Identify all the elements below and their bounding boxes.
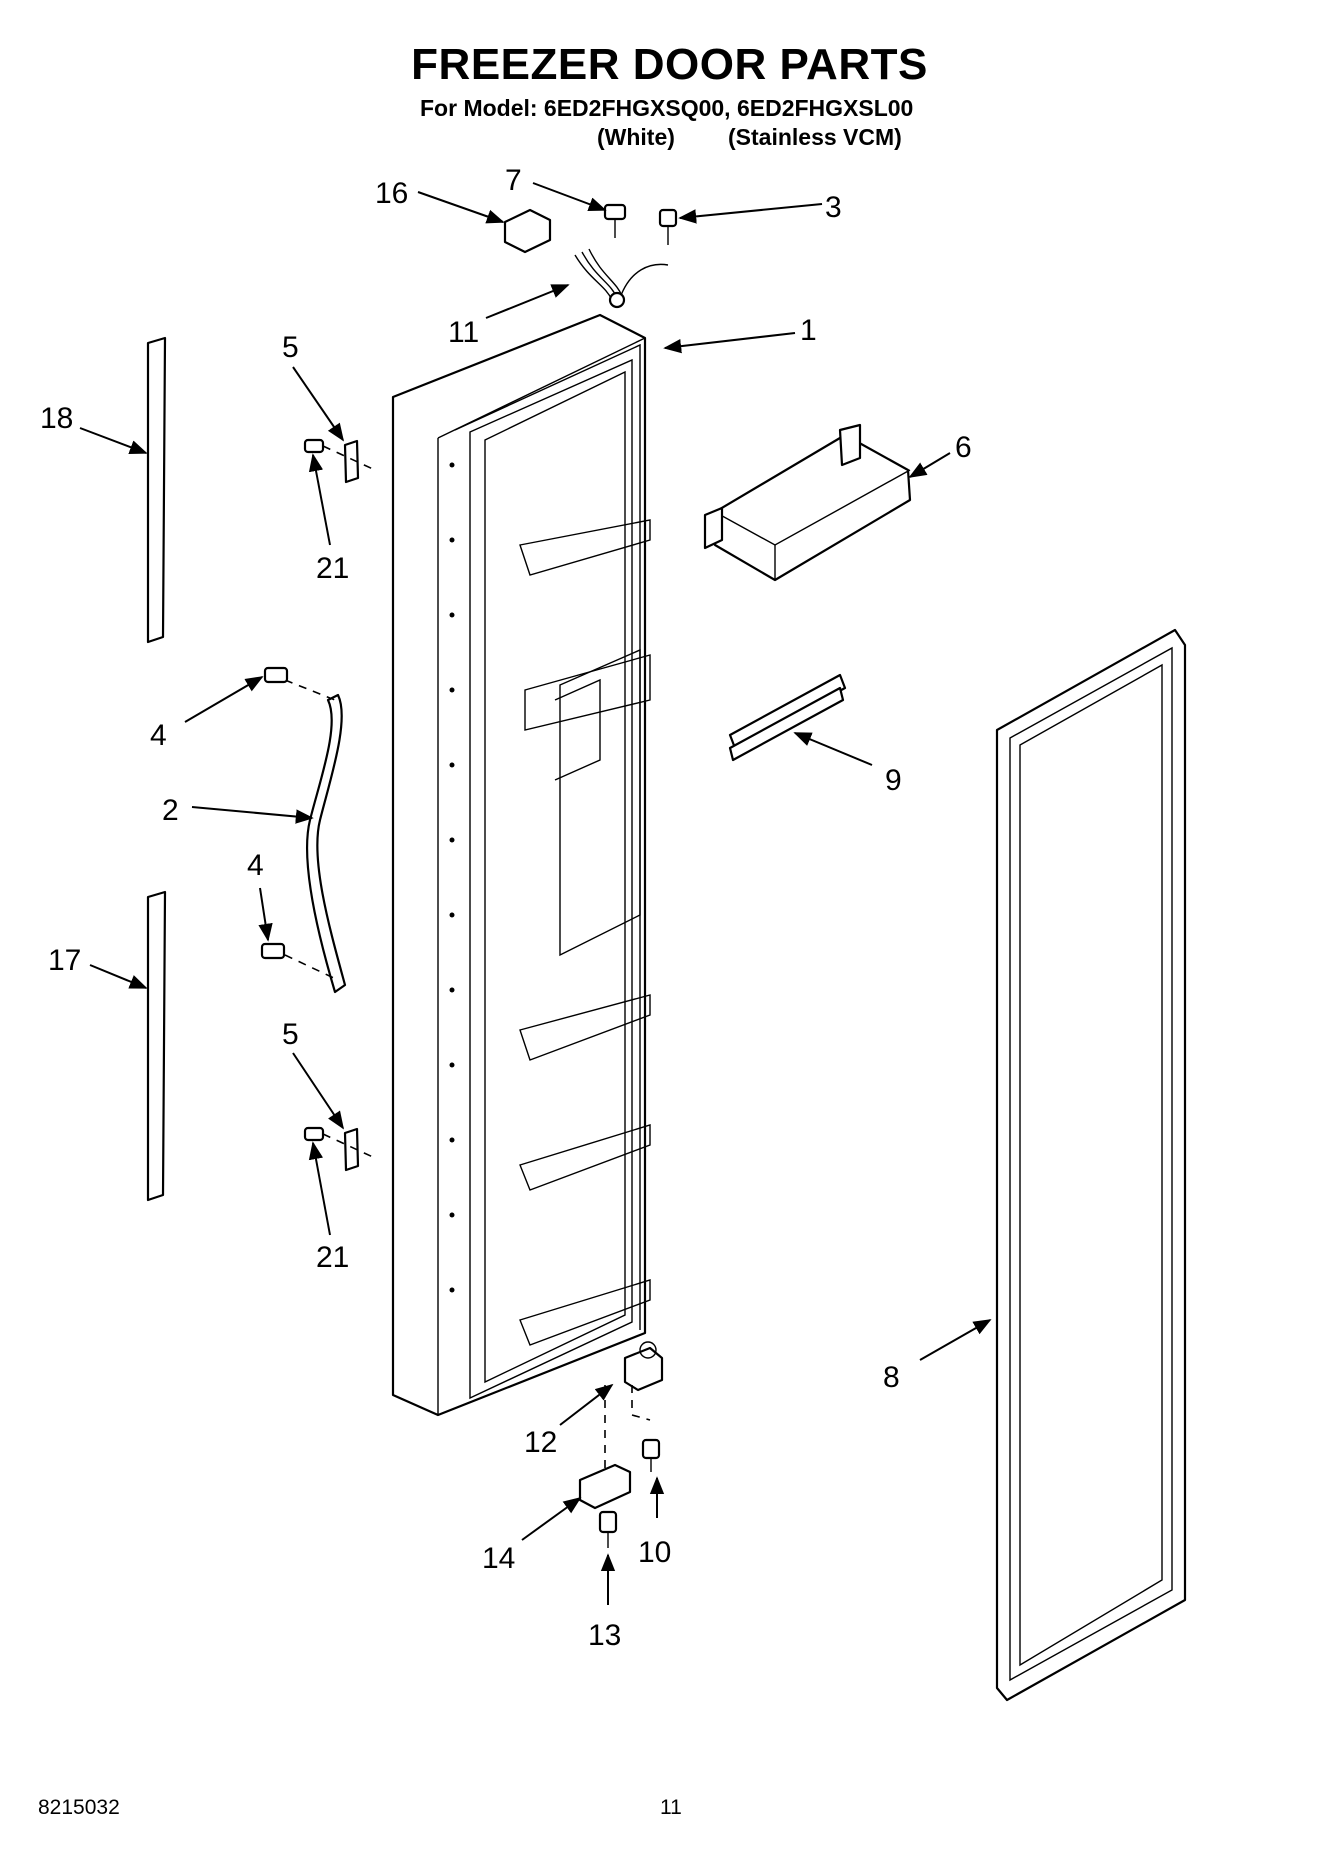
screw-7 — [603, 203, 627, 238]
callout-21-upper: 21 — [316, 552, 349, 585]
trim-strip-upper — [146, 336, 167, 644]
clip-lower — [303, 1126, 376, 1172]
connector — [503, 208, 552, 254]
clip-upper — [303, 438, 376, 484]
callout-14: 14 — [482, 1542, 515, 1575]
callout-17: 17 — [48, 944, 81, 977]
hinge-assembly — [604, 1341, 664, 1480]
callout-8: 8 — [883, 1361, 900, 1394]
variant-stainless: (Stainless VCM) — [728, 124, 902, 150]
callout-5-lower: 5 — [282, 1018, 299, 1051]
callout-12: 12 — [524, 1426, 557, 1459]
dispenser-trim — [728, 673, 847, 762]
page-number: 11 — [660, 1796, 682, 1819]
callout-6: 6 — [955, 431, 972, 464]
document-number: 8215032 — [38, 1796, 120, 1819]
door-assembly — [391, 313, 651, 1417]
variant-white: (White) — [597, 124, 675, 150]
door-handle — [260, 666, 347, 994]
callout-7: 7 — [505, 164, 522, 197]
door-gasket — [995, 628, 1187, 1702]
screw-3 — [658, 208, 678, 245]
trim-strip-lower — [146, 890, 167, 1202]
door-bin — [703, 423, 912, 582]
callout-13: 13 — [588, 1619, 621, 1652]
hinge-block — [578, 1463, 632, 1510]
callout-11: 11 — [448, 316, 479, 349]
callout-2: 2 — [162, 794, 179, 827]
callout-3: 3 — [825, 191, 842, 224]
callout-16: 16 — [375, 177, 408, 210]
callout-4-upper: 4 — [150, 719, 167, 752]
page-title: FREEZER DOOR PARTS — [411, 40, 928, 89]
callout-5-upper: 5 — [282, 331, 299, 364]
screw-13 — [598, 1510, 618, 1548]
callout-10: 10 — [638, 1536, 671, 1569]
model-line: For Model: 6ED2FHGXSQ00, 6ED2FHGXSL00 — [420, 95, 914, 121]
callout-9: 9 — [885, 764, 902, 797]
callout-21-lower: 21 — [316, 1241, 349, 1274]
callout-18: 18 — [40, 402, 73, 435]
leader-lines — [79, 182, 992, 1605]
screw-10 — [641, 1438, 661, 1472]
callout-labels: 16 7 3 11 1 5 18 6 21 4 2 9 4 17 5 21 8 … — [40, 164, 972, 1652]
callout-1: 1 — [800, 314, 817, 347]
wire-harness — [574, 248, 669, 309]
callout-4-lower: 4 — [247, 849, 264, 882]
